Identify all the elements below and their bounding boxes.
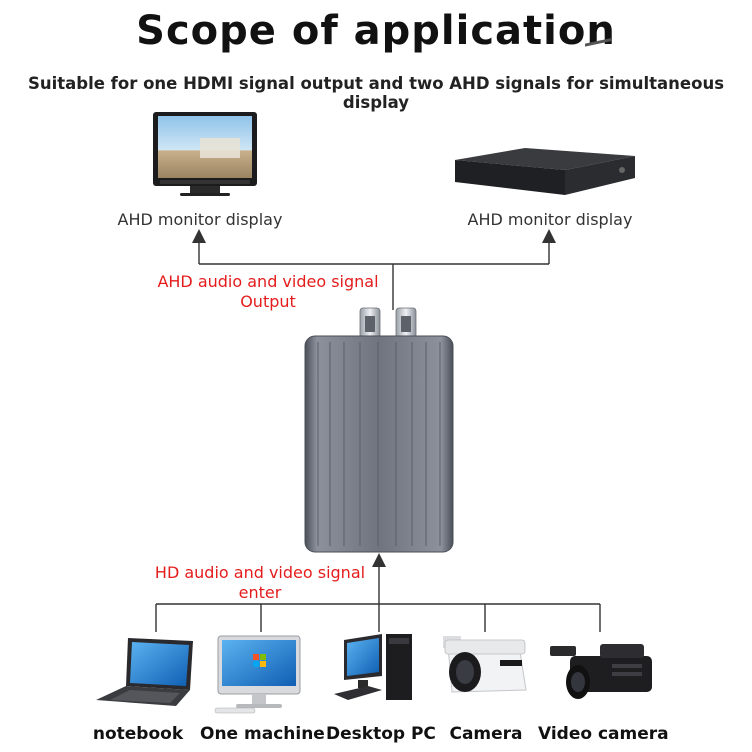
- input-signal-line1: HD audio and video signal: [154, 563, 366, 582]
- desktop-pc-icon: [334, 634, 412, 700]
- converter-box-icon: [304, 307, 454, 553]
- security-camera-icon: [443, 636, 527, 693]
- input-connector-lines: [155, 553, 601, 632]
- input-signal-line2: enter: [238, 583, 282, 602]
- page-subtitle: Suitable for one HDMI signal output and …: [27, 74, 725, 112]
- video-camera-icon: [550, 644, 652, 699]
- source-label-desktop-pc: Desktop PC: [326, 724, 436, 744]
- source-label-camera: Camera: [449, 724, 523, 744]
- output-signal-line2: Output: [240, 292, 296, 311]
- output-connector-lines: [192, 229, 556, 310]
- source-label-notebook: notebook: [92, 724, 184, 744]
- source-label-video-camera: Video camera: [538, 724, 669, 744]
- output-signal-line1: AHD audio and video signal: [157, 272, 379, 291]
- output-signal-label: AHD audio and video signal Output: [130, 272, 406, 312]
- output-label-recorder: AHD monitor display: [467, 210, 633, 229]
- laptop-icon: [96, 638, 193, 706]
- all-in-one-pc-icon: [214, 635, 301, 714]
- source-label-all-in-one: One machine: [200, 724, 325, 744]
- dvr-recorder-icon: [455, 38, 635, 195]
- output-label-monitor: AHD monitor display: [117, 210, 283, 229]
- input-signal-label: HD audio and video signal enter: [120, 563, 400, 603]
- monitor-icon: [153, 112, 257, 196]
- page-title: Scope of application: [136, 8, 616, 54]
